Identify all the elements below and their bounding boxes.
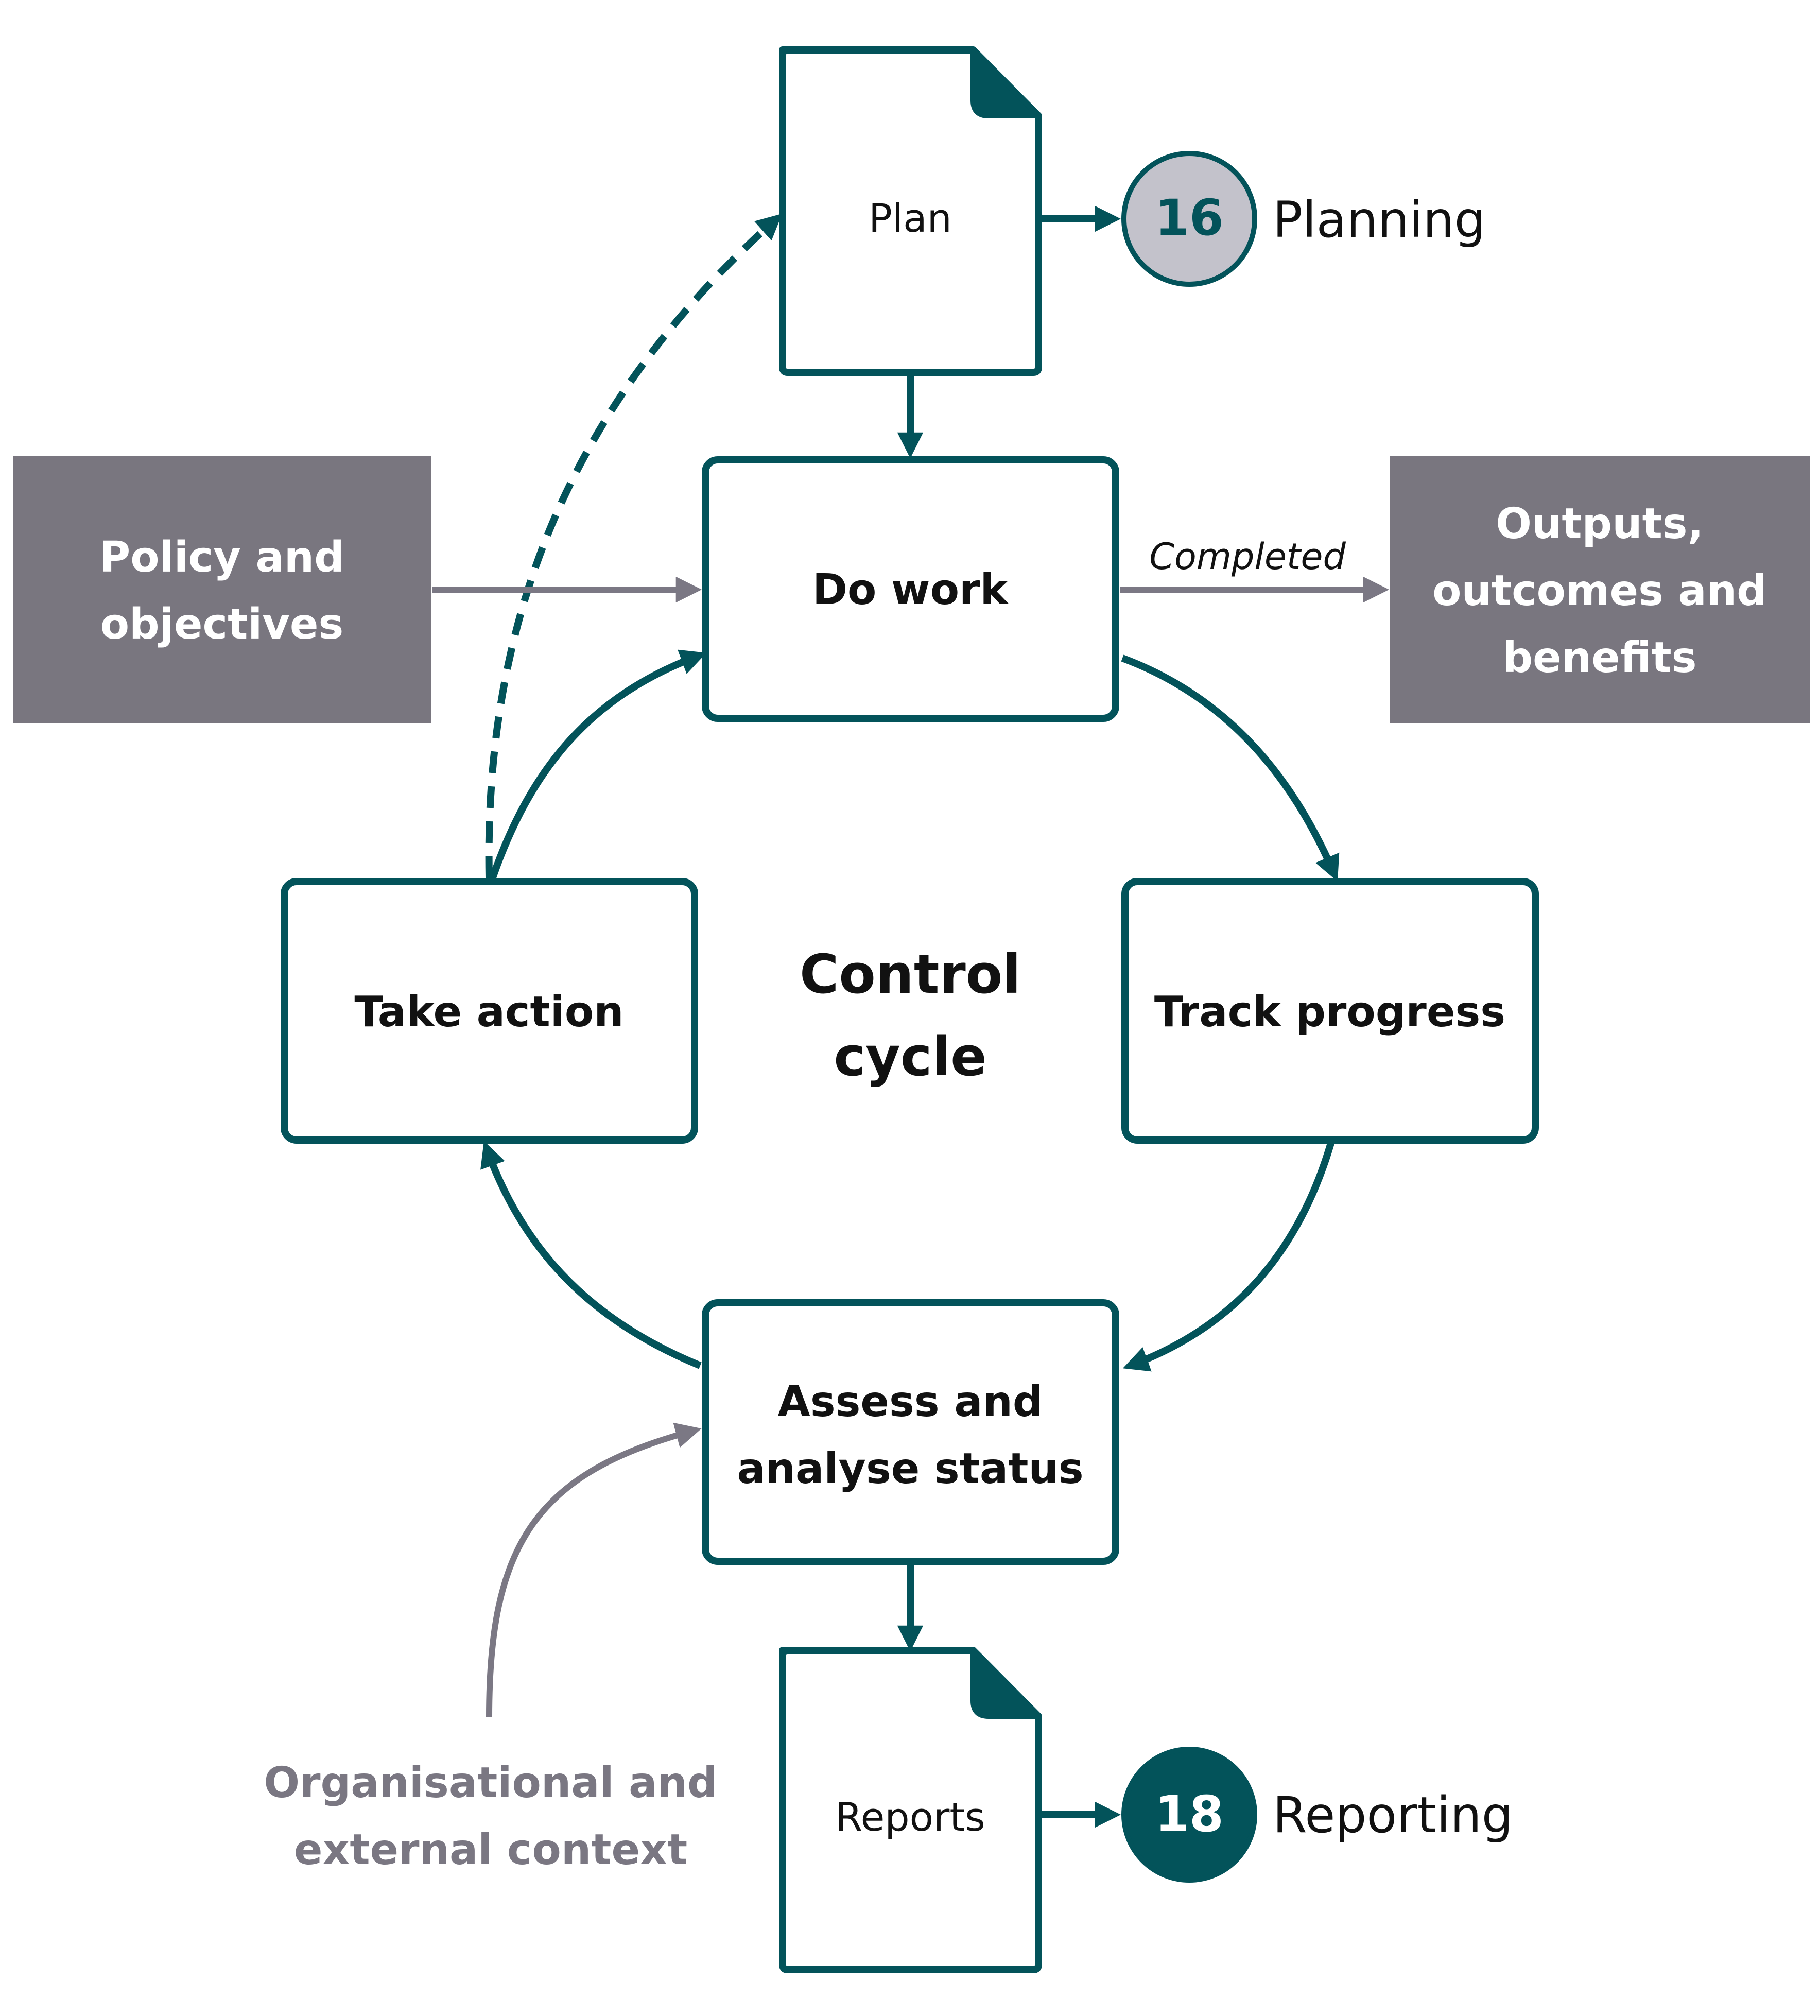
take-action-label: Take action	[354, 988, 623, 1037]
arrow-assess-to-take-action	[480, 1141, 702, 1369]
reporting-number: 18	[1155, 1785, 1224, 1843]
track-progress-label: Track progress	[1154, 988, 1505, 1037]
planning-number-badge	[1121, 151, 1257, 287]
context-label-line2: external context	[294, 1825, 687, 1874]
arrow-track-progress-to-assess	[1122, 1142, 1334, 1372]
reports-document[interactable]: Reports	[779, 1647, 1042, 1973]
policy-label-line1: Policy and	[99, 533, 344, 582]
outputs-box: Outputs, outcomes and benefits	[1390, 456, 1810, 723]
control-cycle-title-line2: cycle	[834, 1025, 986, 1088]
planning-label: Planning	[1273, 191, 1486, 249]
track-progress-box[interactable]: Track progress	[1121, 878, 1539, 1144]
reporting-number-badge	[1121, 1747, 1257, 1883]
plan-document[interactable]: Plan	[779, 46, 1042, 376]
planning-number: 16	[1155, 189, 1224, 247]
planning-reference[interactable]: 16 Planning	[1121, 151, 1486, 287]
arrow-take-action-to-plan-dashed	[485, 213, 783, 878]
outputs-label-line3: benefits	[1502, 633, 1696, 682]
take-action-box[interactable]: Take action	[281, 878, 698, 1144]
policy-objectives-box: Policy and objectives	[13, 456, 431, 723]
arrow-do-work-to-track-progress	[1121, 654, 1340, 882]
outputs-label-line1: Outputs,	[1496, 499, 1704, 548]
plan-label: Plan	[869, 195, 952, 241]
policy-label-line2: objectives	[100, 600, 344, 649]
do-work-label: Do work	[812, 565, 1009, 614]
completed-label: Completed	[1149, 536, 1346, 578]
assess-label-line1: Assess and	[777, 1377, 1043, 1426]
reporting-reference[interactable]: 18 Reporting	[1121, 1747, 1513, 1883]
reports-label: Reports	[835, 1794, 985, 1840]
arrow-take-action-to-do-work	[488, 649, 707, 882]
arrow-context-to-assess	[486, 1422, 702, 1718]
assess-label-line2: analyse status	[737, 1444, 1083, 1493]
control-cycle-title-line1: Control	[800, 943, 1021, 1006]
outputs-label-line2: outcomes and	[1432, 566, 1767, 615]
context-label-line1: Organisational and	[264, 1759, 717, 1807]
reporting-label: Reporting	[1273, 1786, 1513, 1844]
assess-status-box[interactable]: Assess and analyse status	[702, 1299, 1119, 1565]
do-work-box[interactable]: Do work	[702, 456, 1119, 722]
